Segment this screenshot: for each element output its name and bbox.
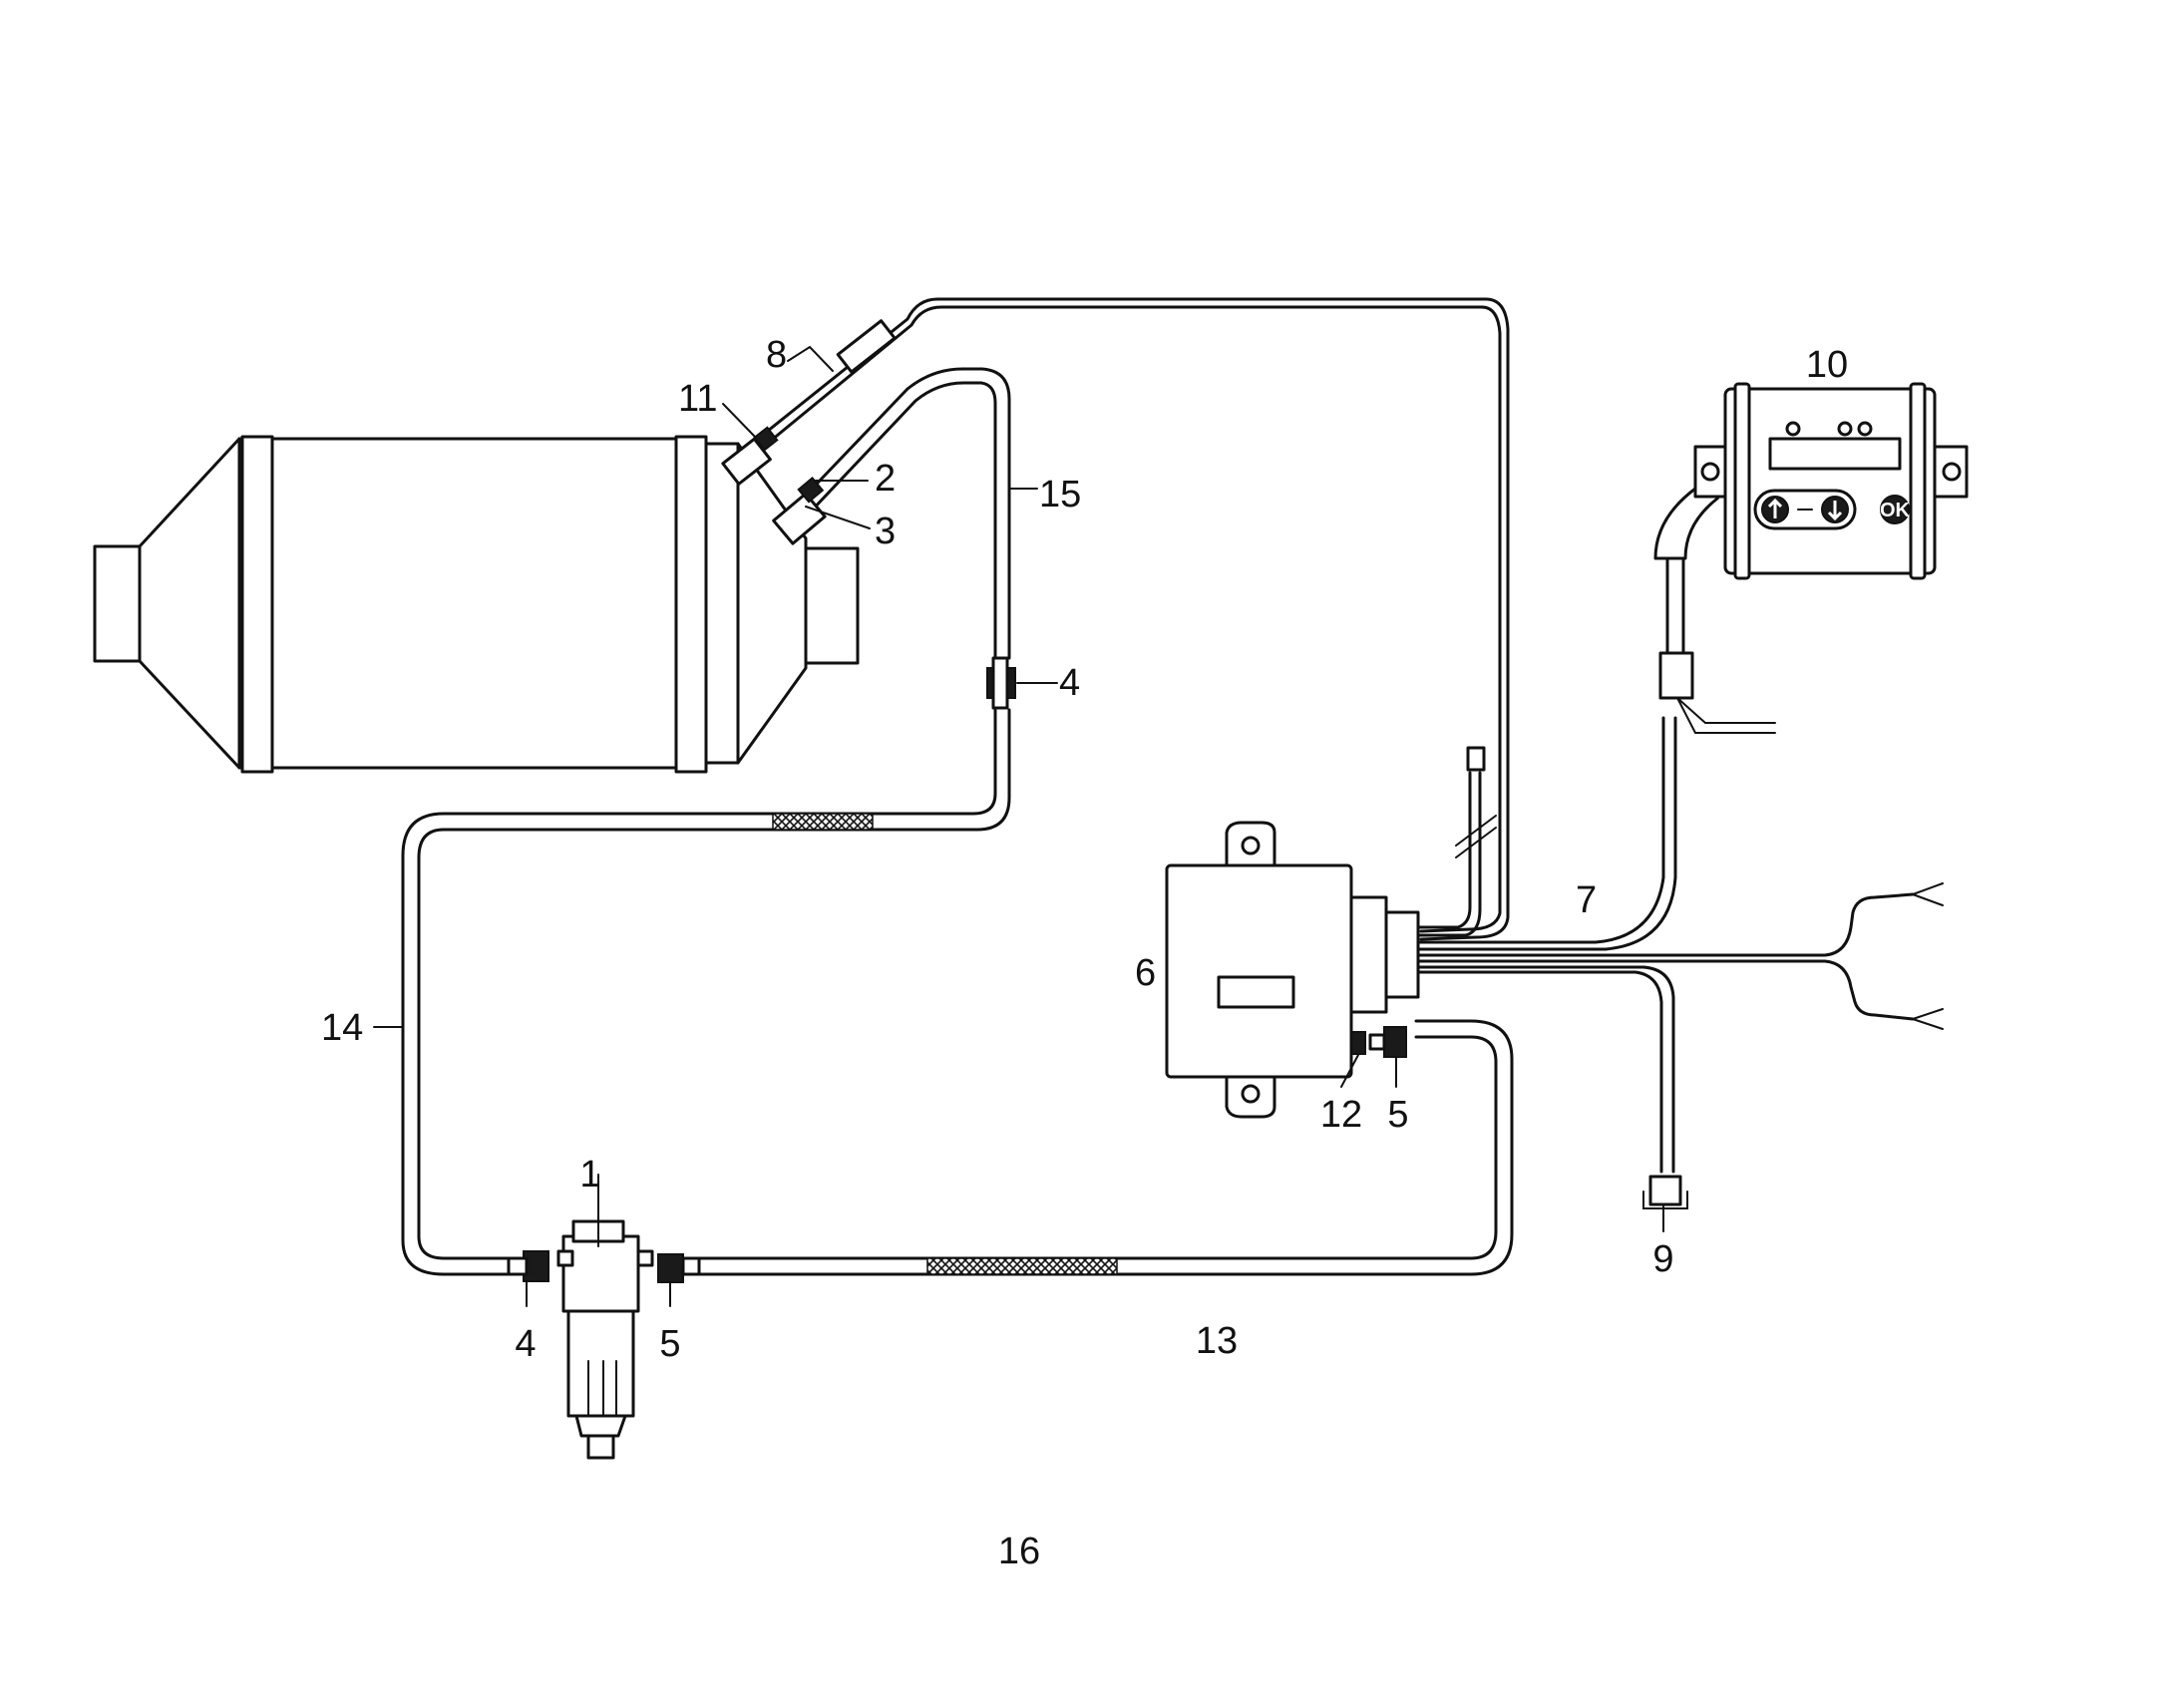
hose-sleeve [772,813,874,831]
callout-2: 2 [875,458,896,500]
callout-13: 13 [1196,1320,1238,1362]
connector-9 [1642,1175,1688,1209]
callout-3: 3 [875,511,896,552]
canister-band-left [240,435,274,774]
callout-5-upper: 5 [1387,1094,1408,1136]
callout-6: 6 [1135,952,1156,994]
harness-connector [1658,651,1694,700]
hose-14 [417,708,1011,1260]
fitting-5-upper [1383,1026,1407,1058]
callout-8: 8 [766,334,787,376]
leader-lines [373,345,1664,1307]
callout-12: 12 [1320,1094,1362,1136]
hose-13 [696,1035,1498,1260]
display-screen [1768,437,1902,471]
display-unit-10: OK [1693,382,1969,580]
hose-13-sleeve [926,1257,1118,1275]
callout-4-upper: 4 [1059,662,1080,704]
filter-canister [93,435,860,774]
callout-14: 14 [321,1007,363,1049]
canister-band-right [674,435,708,774]
connector-12 [1350,1031,1366,1055]
callout-9: 9 [1652,1238,1673,1280]
callout-4-lower: 4 [515,1323,536,1365]
ecu-6 [1165,821,1420,1119]
ok-label: OK [1880,500,1911,521]
callout-15: 15 [1039,474,1081,515]
valve-assembly-1 [556,1219,654,1460]
fitting-5-lower [657,1253,684,1283]
ok-button [1880,495,1910,524]
sensor-cable-8 [756,297,1510,941]
callout-16: 16 [998,1531,1040,1572]
temperature-sensor-11 [721,426,779,486]
inline-connector [836,319,897,374]
pressure-line-15 [796,367,1011,660]
callout-7: 7 [1576,879,1597,921]
wiring-harness-7 [1416,716,1944,1174]
ecu-label-plate [1217,975,1295,1009]
callout-11: 11 [678,378,717,420]
callout-5-lower: 5 [659,1323,680,1365]
callout-1: 1 [579,1154,600,1196]
fitting-2-3 [772,477,827,545]
callout-10: 10 [1806,344,1848,386]
